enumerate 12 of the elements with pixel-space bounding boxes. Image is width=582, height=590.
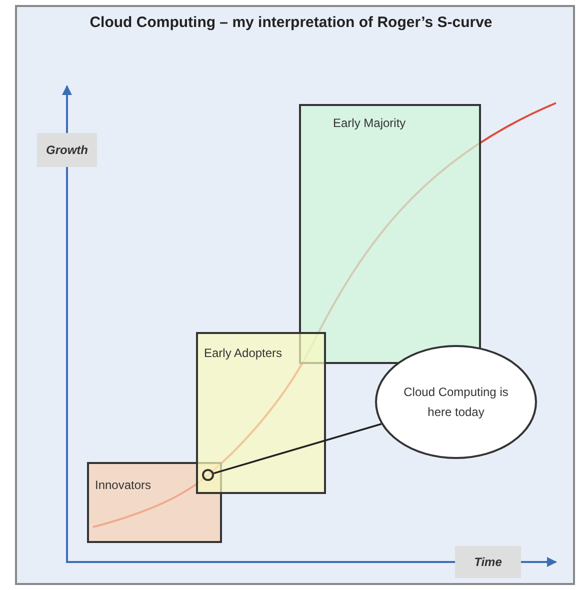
callout-text: Cloud Computing is here today — [402, 384, 510, 421]
phase-box — [196, 332, 326, 494]
axis-label: Time — [455, 546, 521, 578]
phase-box — [87, 462, 222, 543]
phase-label: Early Majority — [333, 116, 406, 130]
phase-box — [299, 104, 481, 364]
phase-label: Innovators — [95, 478, 152, 492]
marker-circle — [202, 469, 214, 481]
chart-title: Cloud Computing – my interpretation of Roger’s S-curve — [90, 14, 492, 31]
phase-label: Early Adopters — [204, 346, 282, 360]
axis-label: Growth — [37, 133, 97, 167]
leader-line — [214, 423, 382, 474]
